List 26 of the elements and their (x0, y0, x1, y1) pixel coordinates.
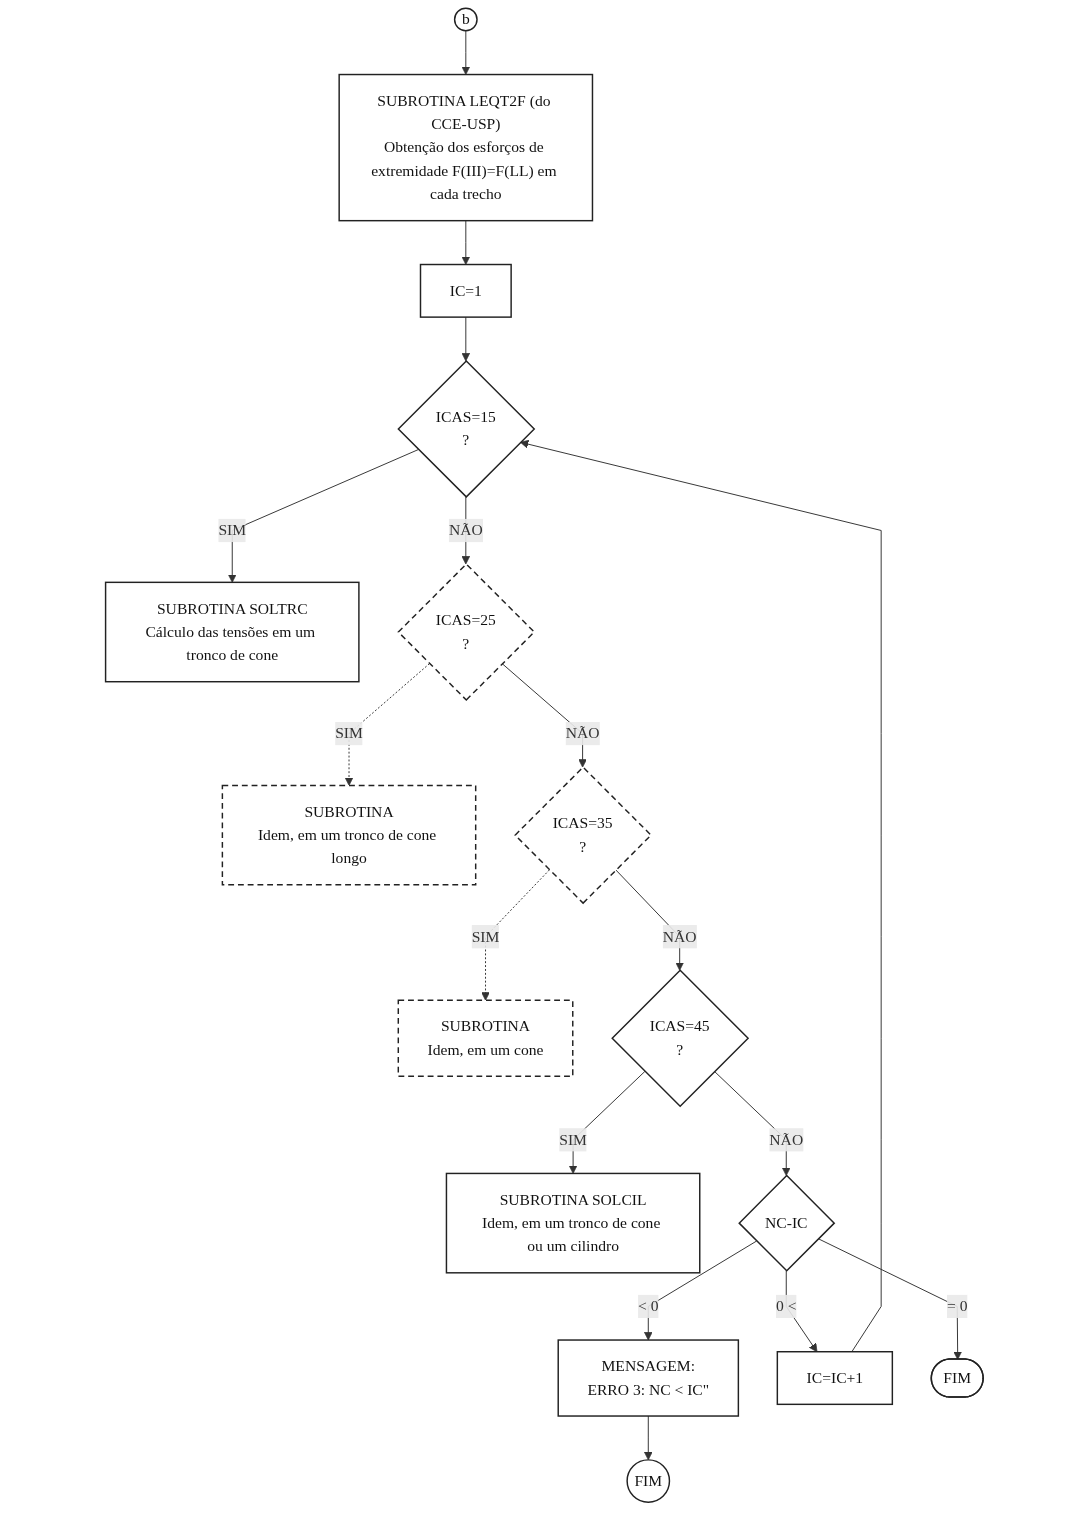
node-box: IC=IC+1 (776, 1351, 893, 1406)
edge-label: SIM (471, 927, 500, 945)
node-box: SUBROTINA LEQT2F (do CCE-USP) Obtenção dos esforços de extremidade F(III)=F(LL) em cada trecho (338, 73, 593, 222)
node-box: SUBROTINA Idem, em um tronco de cone longo (221, 784, 477, 886)
node-diamond: ICAS=45 ? (610, 969, 749, 1108)
node-diamond: ICAS=15 ? (396, 359, 535, 498)
node-box: SUBROTINA SOLCIL Idem, em um tronco de cone ou um cilindro (445, 1172, 701, 1274)
node-box: IC=1 (419, 263, 512, 318)
edge-label: NÃO (662, 927, 697, 945)
edge-label: NÃO (565, 724, 600, 742)
edge-label: < 0 (637, 1297, 659, 1315)
edge-label: 0 < (775, 1297, 797, 1315)
edge-label: SIM (334, 724, 363, 742)
node-box: MENSAGEM: ERRO 3: NC < IC" (557, 1339, 739, 1417)
edge-label: NÃO (448, 521, 483, 539)
node-diamond: ICAS=25 ? (396, 563, 535, 701)
edge-label: NÃO (769, 1131, 803, 1148)
node-diamond: NC-IC (737, 1174, 835, 1272)
node-diamond: ICAS=35 ? (513, 766, 652, 905)
edge-label: SIM (218, 521, 246, 539)
edge-label: = 0 (946, 1297, 968, 1315)
node-circle: b (453, 7, 478, 32)
node-circle: FIM (626, 1459, 670, 1503)
edge-label: SIM (558, 1131, 587, 1148)
node-box: SUBROTINA SOLTRC Cálculo das tensões em um tronco de cone (104, 581, 360, 683)
node-box: SUBROTINA Idem, em um cone (397, 999, 574, 1077)
